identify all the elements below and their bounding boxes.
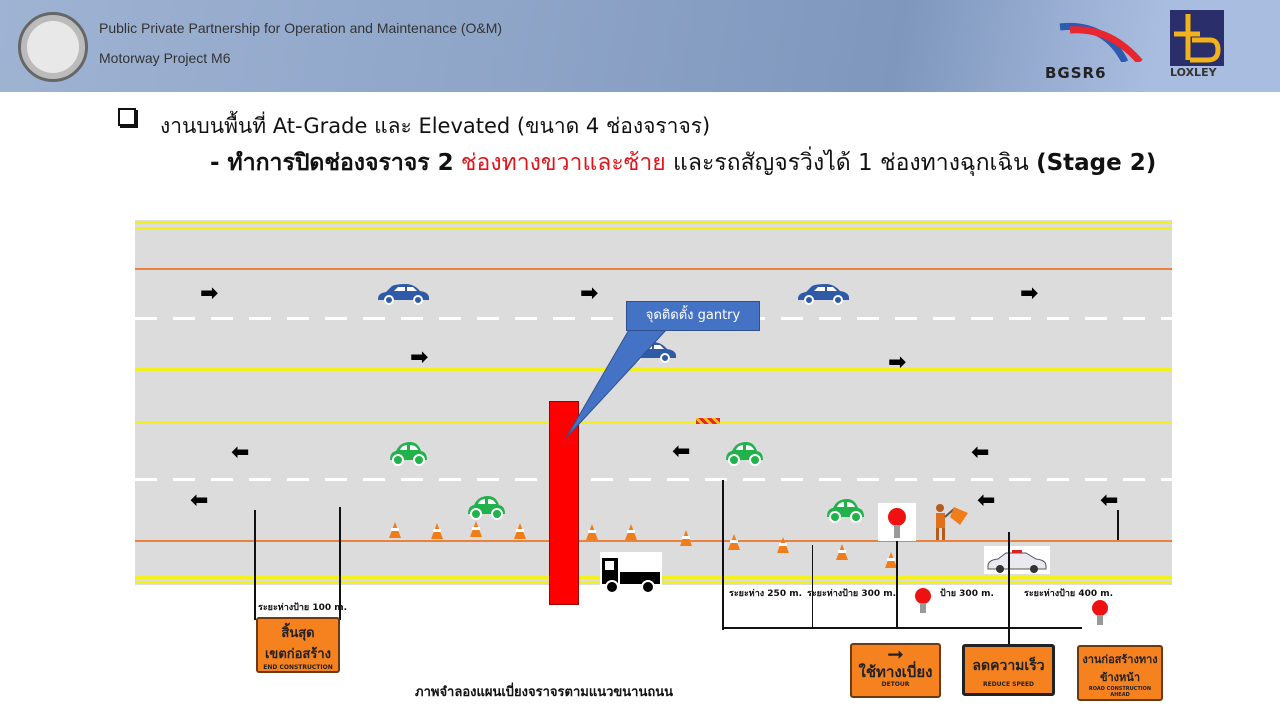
sign-post bbox=[339, 507, 341, 620]
warning-light-icon bbox=[1092, 600, 1108, 625]
police-car-icon bbox=[984, 546, 1050, 574]
sign-post bbox=[1008, 532, 1010, 645]
department-seal-logo bbox=[18, 12, 88, 82]
barricade-icon bbox=[696, 418, 720, 424]
sign-post bbox=[812, 545, 813, 629]
sign-text: REDUCE SPEED bbox=[982, 681, 1035, 688]
loxley-logo-icon bbox=[1170, 10, 1224, 66]
arrow-left-icon: ⬅ bbox=[1100, 488, 1119, 513]
sub-mid: และรถสัญจรวิ่งได้ 1 ช่องทางฉุกเฉิน bbox=[665, 150, 1037, 176]
arrow-left-icon: ⬅ bbox=[977, 488, 996, 513]
truck-icon bbox=[600, 552, 662, 596]
traffic-cone-icon bbox=[728, 534, 740, 550]
orange-line bbox=[135, 268, 1172, 270]
sign-text: เขตก่อสร้าง bbox=[264, 647, 331, 662]
gantry-block bbox=[549, 401, 579, 605]
bgsr-logo-text: BGSR6 bbox=[1045, 64, 1107, 82]
diagram-caption: ภาพจำลองแผนเบี่ยงจราจรตามแนวขนานถนน bbox=[415, 685, 674, 700]
yellow-line bbox=[135, 227, 1172, 230]
distance-400m: ระยะห่างป้าย 400 m. bbox=[1024, 589, 1114, 599]
yellow-line bbox=[135, 221, 1172, 224]
arrow-right-icon: ➡ bbox=[580, 281, 599, 306]
loxley-logo-text: LOXLEY bbox=[1170, 66, 1217, 79]
sub-red-text: ช่องทางขวาและซ้าย bbox=[453, 150, 666, 176]
callout-pointer bbox=[565, 327, 670, 439]
arrow-left-icon: ⬅ bbox=[672, 439, 691, 464]
yellow-line bbox=[135, 368, 1172, 371]
traffic-cone-icon bbox=[777, 537, 789, 553]
sign-post bbox=[254, 510, 256, 620]
traffic-cone-icon bbox=[514, 523, 526, 539]
warning-light-icon bbox=[915, 588, 931, 613]
arrow-left-icon: ⬅ bbox=[971, 440, 990, 465]
sign-text: ข้างหน้า bbox=[1099, 671, 1140, 684]
sub-number: 2 bbox=[437, 150, 454, 176]
checkbox-bullet-icon bbox=[118, 108, 136, 126]
sign-text: ROAD CONSTRUCTION bbox=[1088, 686, 1152, 692]
distance-100m: ระยะห่างป้าย 100 m. bbox=[258, 603, 348, 613]
sign-text: สิ้นสุด bbox=[281, 626, 315, 641]
traffic-cone-icon bbox=[885, 552, 897, 568]
sign-text: END CONSTRUCTION bbox=[263, 664, 333, 671]
green-car-icon bbox=[466, 494, 506, 520]
distance-300m-b: ป้าย 300 m. bbox=[940, 589, 994, 599]
distance-250m: ระยะห่าง 250 m. bbox=[729, 589, 803, 599]
warning-light-icon bbox=[878, 503, 916, 541]
road-construction-ahead-sign: งานก่อสร้างทาง ข้างหน้า ROAD CONSTRUCTIO… bbox=[1077, 645, 1163, 701]
arrow-left-icon: ⬅ bbox=[231, 440, 250, 465]
sign-text: งานก่อสร้างทาง bbox=[1082, 653, 1158, 666]
lane-dashed-line bbox=[135, 478, 1172, 481]
blue-car-icon bbox=[376, 283, 430, 305]
sign-text: AHEAD bbox=[1110, 692, 1130, 698]
sub-prefix: - ทำการปิดช่องจราจร bbox=[210, 150, 438, 176]
traffic-cone-icon bbox=[680, 530, 692, 546]
traffic-cone-icon bbox=[836, 544, 848, 560]
green-car-icon bbox=[388, 440, 428, 466]
traffic-cone-icon bbox=[431, 523, 443, 539]
sign-post bbox=[896, 541, 898, 629]
arrow-right-icon: ➡ bbox=[888, 350, 907, 375]
distance-baseline bbox=[722, 627, 1082, 629]
road-surface bbox=[135, 220, 1172, 585]
yellow-line bbox=[135, 421, 1172, 424]
header-banner: Public Private Partnership for Operation… bbox=[0, 0, 1280, 92]
header-line1: Public Private Partnership for Operation… bbox=[99, 20, 503, 36]
arrow-left-icon: ⬅ bbox=[190, 488, 209, 513]
slide-subheading: - ทำการปิดช่องจราจร 2 ช่องทางขวาและซ้าย … bbox=[210, 145, 1156, 181]
slide-heading: งานบนพื้นที่ At-Grade และ Elevated (ขนาด… bbox=[160, 114, 711, 138]
sign-text: ใช้ทางเบี่ยง bbox=[858, 663, 933, 681]
distance-300m-a: ระยะห่างป้าย 300 m. bbox=[807, 589, 897, 599]
flagman-icon bbox=[930, 503, 970, 541]
arrow-right-icon: ➡ bbox=[410, 345, 429, 370]
gantry-callout: จุดติดตั้ง gantry bbox=[626, 301, 760, 331]
sign-post bbox=[1117, 510, 1119, 540]
reduce-speed-sign: ลดความเร็ว REDUCE SPEED bbox=[962, 644, 1055, 696]
arrow-right-icon: ➡ bbox=[200, 281, 219, 306]
sub-stage: (Stage 2) bbox=[1036, 150, 1157, 176]
traffic-cone-icon bbox=[625, 524, 637, 540]
arrow-right-icon: ➞ bbox=[887, 642, 904, 666]
orange-line bbox=[135, 540, 1172, 542]
traffic-cone-icon bbox=[470, 521, 482, 537]
arrow-right-icon: ➡ bbox=[1020, 281, 1039, 306]
green-car-icon bbox=[724, 440, 764, 466]
header-line2: Motorway Project M6 bbox=[99, 50, 231, 66]
traffic-cone-icon bbox=[586, 524, 598, 540]
blue-car-icon bbox=[796, 283, 850, 305]
end-construction-sign: สิ้นสุด เขตก่อสร้าง END CONSTRUCTION bbox=[256, 617, 340, 673]
sign-text: DETOUR bbox=[881, 681, 910, 688]
detour-sign: ➞ ใช้ทางเบี่ยง DETOUR bbox=[850, 643, 941, 698]
sign-post bbox=[722, 480, 724, 630]
traffic-cone-icon bbox=[389, 522, 401, 538]
green-car-icon bbox=[825, 497, 865, 523]
sign-text: ลดความเร็ว bbox=[972, 658, 1045, 674]
bgsr-logo: BGSR6 bbox=[1045, 22, 1155, 82]
